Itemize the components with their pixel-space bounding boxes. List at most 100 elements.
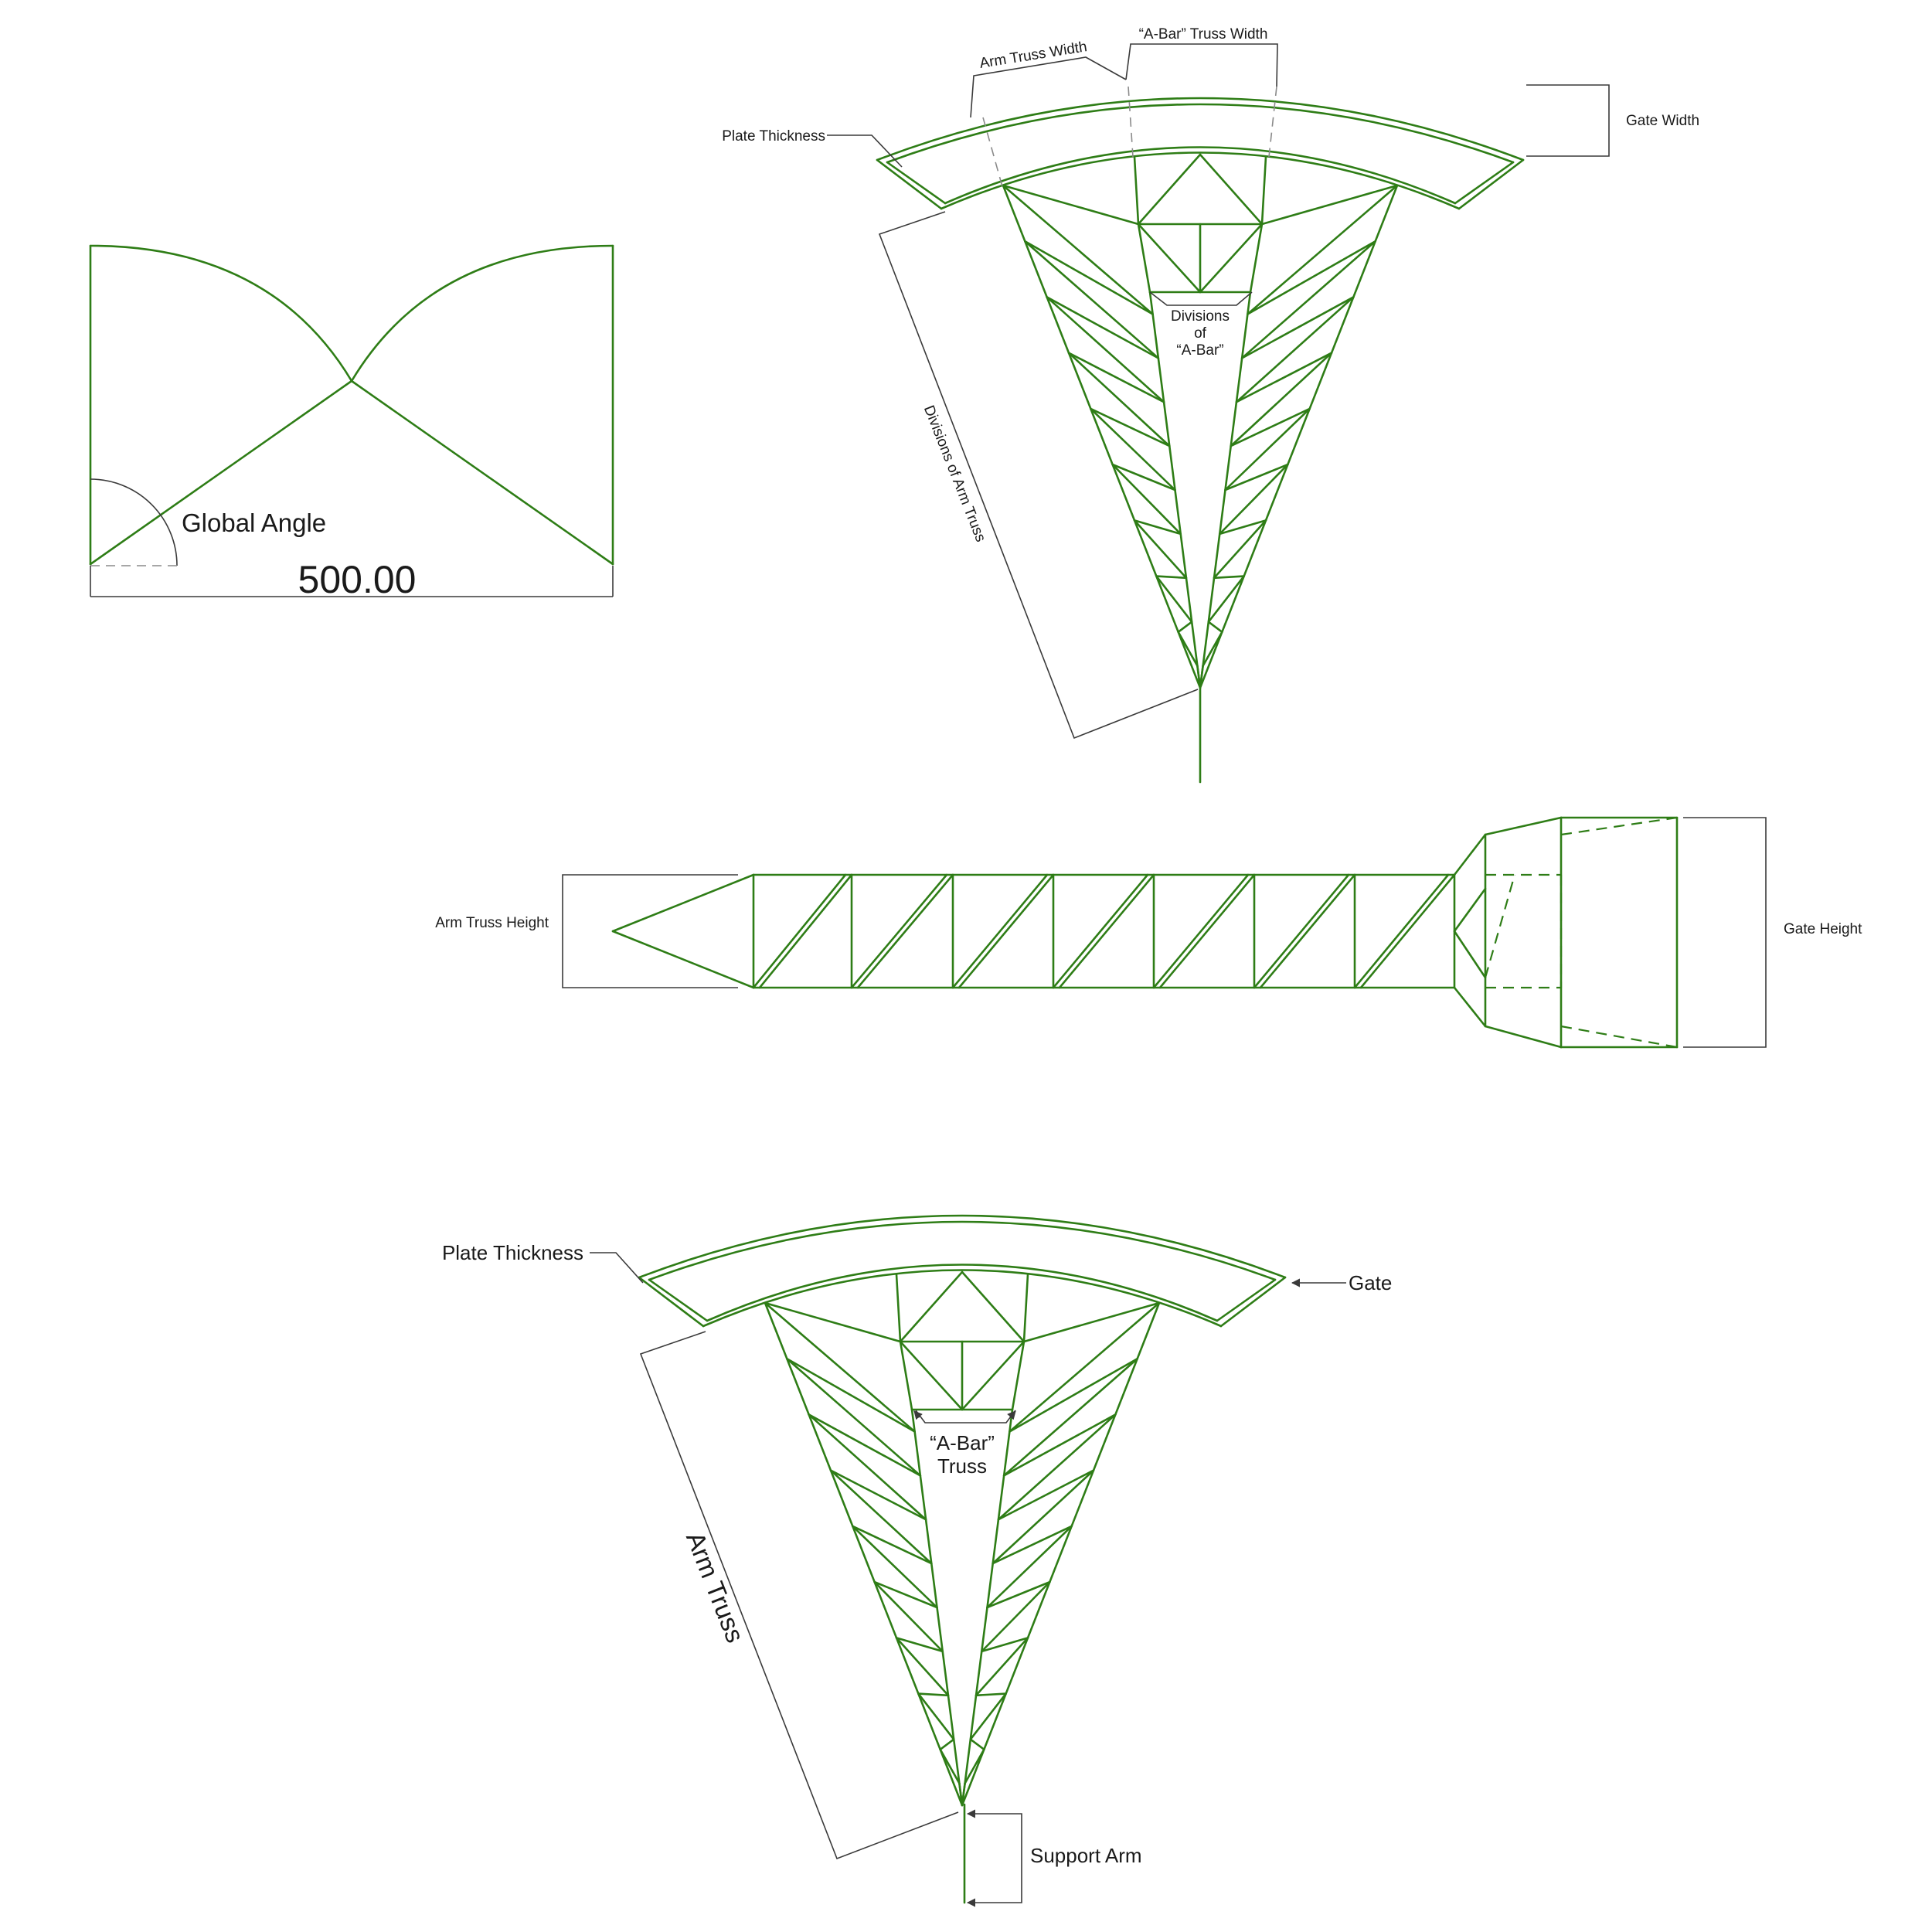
width-dimension-line [90, 566, 614, 597]
arm-right-web-diagonal [975, 1637, 1029, 1697]
plate-inner-arc-outer [944, 146, 1457, 205]
web-diagonal [850, 873, 948, 989]
arm-right-web-strut [992, 1525, 1073, 1565]
gate-outer-arc-inner [886, 103, 1515, 164]
gate-brace-upper [1453, 887, 1487, 933]
arm-right-web-strut [1213, 575, 1245, 580]
gate-right-end [1458, 158, 1525, 210]
arm-right-web-strut [997, 1469, 1095, 1521]
arm-left-web-strut [917, 1692, 950, 1697]
arm-left-web-strut [1155, 575, 1188, 580]
global-angle-arc [90, 478, 178, 566]
arm-left-web-strut [1090, 407, 1171, 447]
gate-left-end-inner [886, 161, 947, 205]
arm-left-web-strut [808, 1413, 922, 1477]
arm-left-web-strut [873, 1580, 938, 1609]
arm-right-web-diagonal [980, 1580, 1051, 1653]
abar-truss-label-line2: Truss [937, 1454, 987, 1478]
divisions-arm-truss-label: Divisions of Arm Truss [920, 403, 988, 545]
abar-right-lower [1249, 223, 1264, 294]
side-dimension-lines [562, 817, 1767, 1048]
gate-bottom-edge [1484, 1025, 1563, 1049]
arm-right-web-diagonal [1247, 184, 1399, 315]
abar-right-post [1022, 1273, 1029, 1343]
arm-left-web-diagonal [873, 1580, 944, 1653]
plate-inner-arc [940, 151, 1461, 210]
gate-width-label: Gate Width [1626, 113, 1699, 129]
arm-left-web-strut [939, 1738, 955, 1751]
arm-left-web-strut [1111, 463, 1176, 492]
abar-left-wing [1002, 184, 1140, 226]
arm-left-web-strut [1133, 519, 1182, 536]
arm-left-web-strut [1046, 296, 1160, 359]
arm-right-web-strut [980, 1637, 1029, 1653]
abar-left-lower [899, 1340, 913, 1411]
arm-left-web-diagonal [764, 1301, 916, 1433]
nose-top [611, 873, 755, 933]
arm-left-web-diagonal [1111, 463, 1182, 536]
abar-right-wing [1260, 184, 1399, 226]
abar-left-post [895, 1273, 902, 1343]
arm-left-web-diagonal [1046, 296, 1165, 403]
web-diagonal [1253, 873, 1350, 989]
arm-right-web-strut [969, 1738, 985, 1751]
gate-left-end-inner [648, 1278, 709, 1322]
abar-right-lower [1011, 1340, 1026, 1411]
arm-right-web-strut [1207, 621, 1223, 634]
gate-hidden-bottom-slope [1560, 1025, 1678, 1049]
arm-right-web-diagonal [969, 1692, 1007, 1740]
abar-right-rafter [961, 1270, 1026, 1343]
gate-outer-arc [638, 1214, 1287, 1279]
gate-side-box [1453, 816, 1679, 1049]
arm-right-web-strut [961, 1782, 966, 1807]
arm-truss-height-label: Arm Truss Height [435, 915, 549, 931]
side-elevation-view: Arm Truss Height Gate Height [435, 816, 1862, 1049]
top-plan-view: Arm Truss Width “A-Bar” Truss Width Plat… [722, 26, 1699, 784]
abar-left-rafter [899, 1270, 964, 1343]
divisions-abar-label-line3: “A-Bar” [1176, 342, 1223, 359]
arm-right-web-strut [1002, 1413, 1117, 1477]
arm-left-web-diagonal [1177, 631, 1199, 667]
web-diagonal [1353, 873, 1450, 989]
gate-top-edge [1484, 816, 1563, 836]
arm-left-outer-chord [764, 1301, 964, 1807]
abar-right-diagonal [961, 1340, 1026, 1411]
abar-left-rafter [1137, 153, 1202, 226]
arm-right-web-diagonal [964, 1748, 985, 1784]
gate-brace-lower [1453, 930, 1487, 979]
arm-right-web-diagonal [1207, 575, 1245, 623]
arm-left-web-diagonal [917, 1692, 955, 1740]
arm-left-web-diagonal [1090, 407, 1176, 492]
top-dimension-lines [827, 43, 1610, 740]
web-diagonal-second [1259, 873, 1356, 989]
arm-right-web-strut [1235, 352, 1333, 403]
side-truss-elevation [611, 873, 1456, 989]
arm-left-web-diagonal [1002, 184, 1154, 315]
bottom-plan-view: Plate Thickness Gate “A-Bar” Truss Arm T… [442, 1214, 1392, 1907]
arm-right-web-strut [1218, 519, 1267, 536]
bottom-dimension-lines [590, 1252, 1346, 1907]
abar-truss-label-line1: “A-Bar” [930, 1431, 995, 1454]
arm-right-web-diagonal [1235, 296, 1355, 403]
web-diagonal-second [1058, 873, 1155, 989]
divisions-abar-label-line1: Divisions [1171, 308, 1230, 325]
web-diagonal [1052, 873, 1149, 989]
arm-right-web-diagonal [1002, 1357, 1138, 1477]
arm-left-web-diagonal [1155, 575, 1193, 623]
arm-left-web-strut [852, 1525, 933, 1565]
gate-hidden-diagonal [1484, 874, 1516, 978]
abar-left-diagonal [899, 1340, 964, 1411]
arm-right-web-strut [1247, 240, 1376, 315]
arm-right-web-strut [1224, 463, 1289, 492]
gate-transition-bottom [1453, 986, 1487, 1028]
abar-right-post [1260, 155, 1267, 226]
arm-left-web-strut [895, 1637, 944, 1653]
arm-left-web-diagonal [1133, 519, 1188, 580]
abar-right-diagonal [1199, 223, 1264, 294]
arm-right-outer-chord [1199, 184, 1399, 689]
web-diagonal-second [1359, 873, 1456, 989]
gate-label: Gate [1349, 1271, 1392, 1294]
arm-left-web-strut [1177, 621, 1193, 634]
arm-right-web-diagonal [1218, 463, 1289, 536]
gate-left-end [876, 158, 943, 210]
